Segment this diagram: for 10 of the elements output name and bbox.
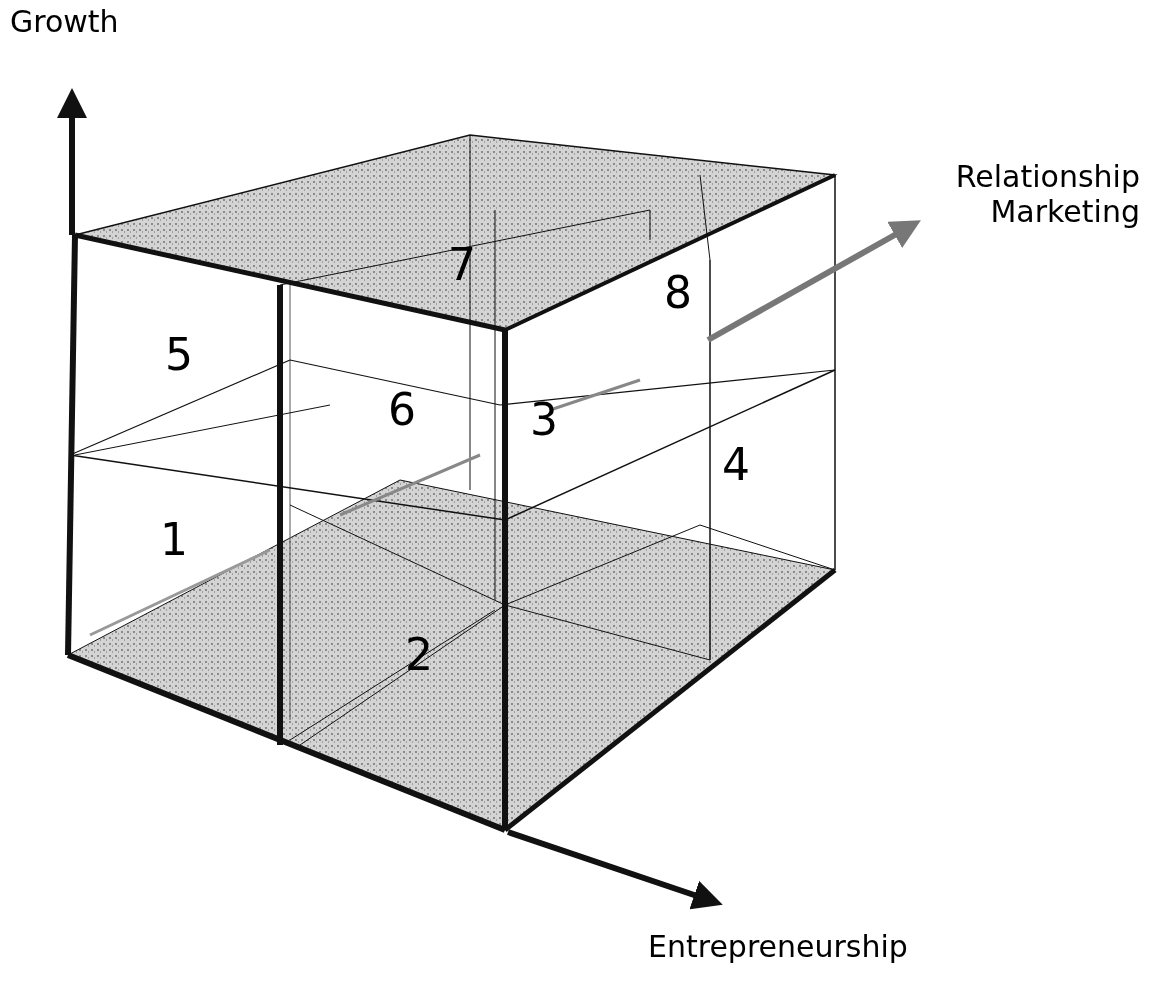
region-number: 3 [530, 395, 558, 446]
region-number: 5 [165, 330, 193, 381]
axis-label: Entrepreneurship [648, 930, 908, 965]
region-number: 6 [388, 385, 416, 436]
region-number: 4 [722, 440, 750, 491]
region-number: 8 [664, 268, 692, 319]
axis-label: Relationship Marketing [954, 160, 1140, 229]
region-number: 7 [448, 240, 476, 291]
axis-label: Growth [10, 5, 119, 40]
region-number: 1 [160, 515, 188, 566]
